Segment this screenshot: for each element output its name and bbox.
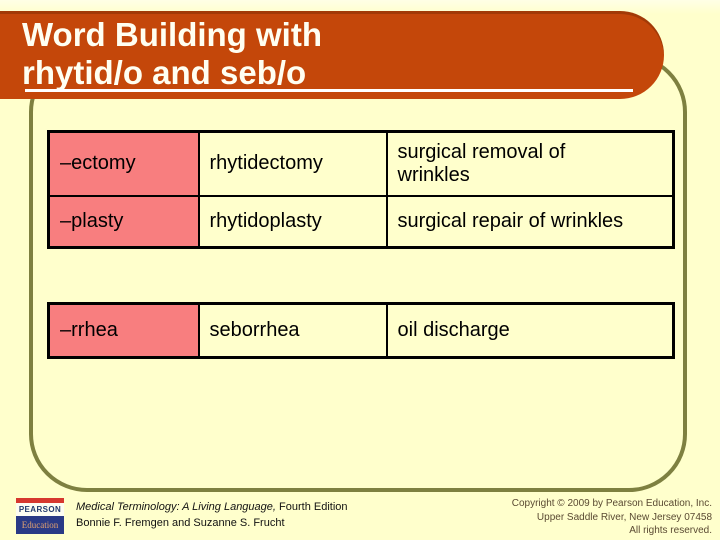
table-row: –rrhea seborrhea oil discharge	[47, 302, 675, 359]
definition-cell: surgical repair of wrinkles	[385, 194, 675, 249]
suffix-cell: –plasty	[47, 194, 200, 249]
term-cell: rhytidoplasty	[197, 194, 388, 249]
slide-title: Word Building with rhytid/o and seb/o	[22, 16, 322, 91]
term-cell: seborrhea	[197, 302, 388, 359]
logo-brand-text: PEARSON	[16, 503, 64, 516]
copyright-notice: Copyright © 2009 by Pearson Education, I…	[512, 497, 712, 538]
book-authors: Bonnie F. Fremgen and Suzanne S. Frucht	[76, 517, 285, 529]
suffix-cell: –rrhea	[47, 302, 200, 359]
title-underline	[25, 89, 633, 92]
logo-red-bar	[16, 498, 64, 503]
slide-frame-outline	[29, 54, 687, 492]
book-edition: Fourth Edition	[275, 501, 348, 513]
book-credits: Medical Terminology: A Living Language, …	[76, 499, 348, 531]
pearson-education-logo: PEARSON Education	[16, 498, 64, 534]
book-title: Medical Terminology: A Living Language,	[76, 501, 276, 513]
table-row: –plasty rhytidoplasty surgical repair of…	[47, 194, 675, 249]
word-building-table-top: –ectomy rhytidectomy surgical removal of…	[47, 130, 675, 249]
title-banner: Word Building with rhytid/o and seb/o	[0, 11, 664, 99]
word-building-table-bottom: –rrhea seborrhea oil discharge	[47, 302, 675, 359]
term-cell: rhytidectomy	[197, 130, 388, 197]
definition-cell: surgical removal of wrinkles	[385, 130, 675, 197]
copyright-line: All rights reserved.	[629, 525, 712, 536]
definition-cell: oil discharge	[385, 302, 675, 359]
copyright-line: Copyright © 2009 by Pearson Education, I…	[511, 498, 712, 509]
suffix-cell: –ectomy	[47, 130, 200, 197]
table-row: –ectomy rhytidectomy surgical removal of…	[47, 130, 675, 197]
logo-division-text: Education	[16, 516, 64, 534]
copyright-line: Upper Saddle River, New Jersey 07458	[536, 511, 712, 523]
book-title-line: Medical Terminology: A Living Language, …	[76, 499, 348, 515]
